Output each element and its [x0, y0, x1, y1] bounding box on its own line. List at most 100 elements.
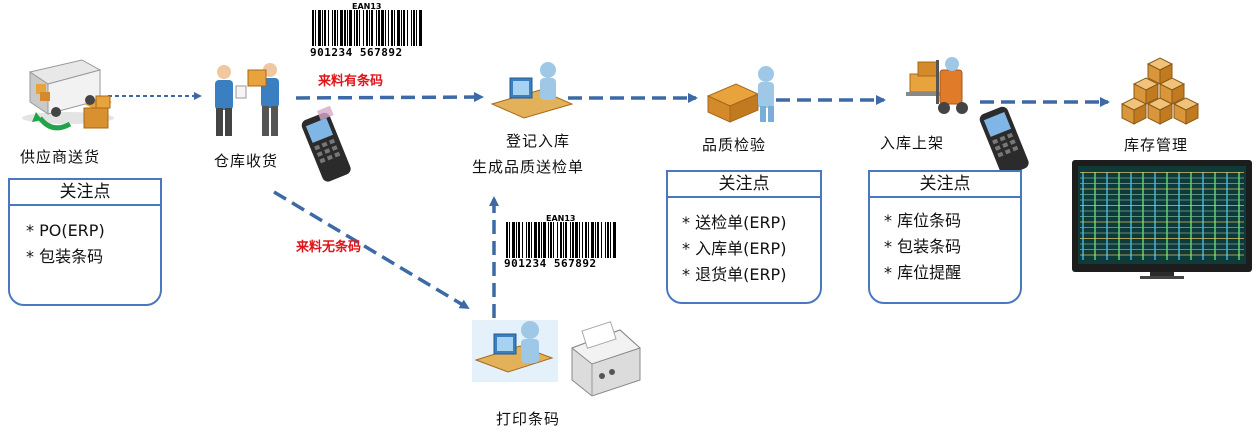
barcode-bar [416, 10, 417, 46]
barcode-bar [332, 10, 333, 46]
monitor-grid-row [1080, 238, 1244, 239]
barcode-bar [588, 222, 589, 258]
step-label-print-barcode: 打印条码 [496, 410, 561, 428]
focus-panel-shelving: 关注点 * 库位条码 * 包装条码 * 库位提醒 [868, 170, 1022, 304]
focus-panel-items: * 库位条码 * 包装条码 * 库位提醒 [884, 208, 961, 286]
barcode-bar [541, 222, 542, 258]
step-label-quality-check: 品质检验 [702, 136, 767, 154]
forklift-icon [906, 57, 968, 114]
barcode-bar [391, 10, 393, 46]
focus-item: * 包装条码 [884, 237, 962, 256]
barcode-bar [378, 10, 380, 46]
step-label-inventory: 库存管理 [1124, 136, 1189, 154]
barcode-bar [385, 10, 386, 46]
barcode-bar [312, 10, 314, 46]
receiving-staff-icon [215, 63, 279, 136]
barcode-bar [394, 10, 395, 46]
barcode-bar [548, 222, 549, 258]
monitor-grid-row [1080, 227, 1244, 228]
barcode-top-number: 901234 567892 [310, 46, 403, 59]
monitor-grid-row [1080, 254, 1244, 256]
monitor-grid-row [1080, 205, 1244, 206]
barcode-bar [369, 10, 370, 46]
barcode-middle-number: 901234 567892 [504, 257, 597, 270]
barcode-bar [347, 10, 348, 46]
barcode-bar [512, 222, 515, 258]
barcode-bar [397, 10, 400, 46]
barcode-bar [522, 222, 523, 258]
monitor-grid-row [1080, 172, 1244, 173]
barcode-bar [509, 222, 510, 258]
barcode-bar [560, 222, 562, 258]
barcode-bar [582, 222, 583, 258]
barcode-bar [315, 10, 316, 46]
barcode-bar [363, 10, 364, 46]
barcode-bar [388, 10, 389, 46]
barcode-middle-symbology: EAN13 [546, 214, 576, 223]
barcode-bar [579, 222, 580, 258]
monitor-grid-row [1080, 188, 1244, 190]
barcode-bar [553, 222, 554, 258]
label-printer-icon [571, 321, 641, 397]
barcode-bar [356, 10, 358, 46]
barcode-bar [401, 10, 402, 46]
monitor-grid-row [1080, 210, 1244, 212]
barcode-bar [366, 10, 368, 46]
barcode-bar [591, 222, 594, 258]
barcode-bar [518, 222, 520, 258]
barcode-bar [413, 10, 415, 46]
focus-item: * 库位提醒 [884, 263, 962, 282]
register-desk-icon [490, 62, 574, 119]
barcode-bar [570, 222, 571, 258]
delivery-truck-icon [22, 59, 114, 131]
barcode-bar [506, 222, 508, 258]
barcode-bar [543, 222, 546, 258]
barcode-top [312, 10, 422, 46]
monitor-grid-row [1080, 221, 1244, 223]
barcode-bar [575, 222, 578, 258]
focus-item: * 库位条码 [884, 211, 962, 230]
focus-item: * PO(ERP) [26, 221, 105, 240]
monitor-grid-row [1080, 249, 1244, 250]
monitor-grid-row [1080, 183, 1244, 184]
branch-label-has-barcode: 来料有条码 [318, 74, 384, 89]
step-label-shelving: 入库上架 [880, 134, 945, 152]
inventory-monitor-icon [1072, 160, 1252, 279]
barcode-bar [516, 222, 517, 258]
barcode-bar [557, 222, 558, 258]
barcode-top-symbology: EAN13 [352, 2, 382, 11]
barcode-bar [322, 10, 323, 46]
barcode-bar [528, 222, 530, 258]
focus-panel-title: 关注点 [868, 170, 1022, 198]
barcode-bar [419, 10, 422, 46]
focus-item: * 送检单(ERP) [682, 213, 787, 232]
handheld-scanner-icon [301, 105, 351, 182]
barcode-bar [563, 222, 564, 258]
barcode-bar [344, 10, 346, 46]
barcode-bar [538, 222, 540, 258]
focus-panel-supplier: 关注点 * PO(ERP) * 包装条码 [8, 178, 162, 306]
step-label-register-line2: 生成品质送检单 [472, 158, 585, 176]
barcode-bar [324, 10, 326, 46]
barcode-bar [371, 10, 373, 46]
step-label-supplier: 供应商送货 [20, 148, 101, 166]
barcode-bar [531, 222, 532, 258]
monitor-grid-row [1080, 194, 1244, 195]
focus-item: * 入库单(ERP) [682, 239, 787, 258]
barcode-bar [595, 222, 596, 258]
focus-panel-items: * 送检单(ERP) * 入库单(ERP) * 退货单(ERP) [682, 210, 786, 288]
focus-panel-title: 关注点 [8, 178, 162, 206]
barcode-bar [607, 222, 609, 258]
barcode-bar [381, 10, 384, 46]
monitor-grid-row [1080, 216, 1244, 217]
step-label-register-line1: 登记入库 [506, 132, 571, 150]
barcode-bar [534, 222, 537, 258]
monitor-grid-row [1080, 199, 1244, 201]
barcode-bar [340, 10, 343, 46]
stacked-boxes-icon [1120, 57, 1200, 125]
barcode-bar [337, 10, 338, 46]
branch-label-no-barcode: 来料无条码 [296, 240, 362, 255]
focus-panel-title: 关注点 [666, 170, 822, 198]
monitor-grid-row [1080, 232, 1244, 234]
